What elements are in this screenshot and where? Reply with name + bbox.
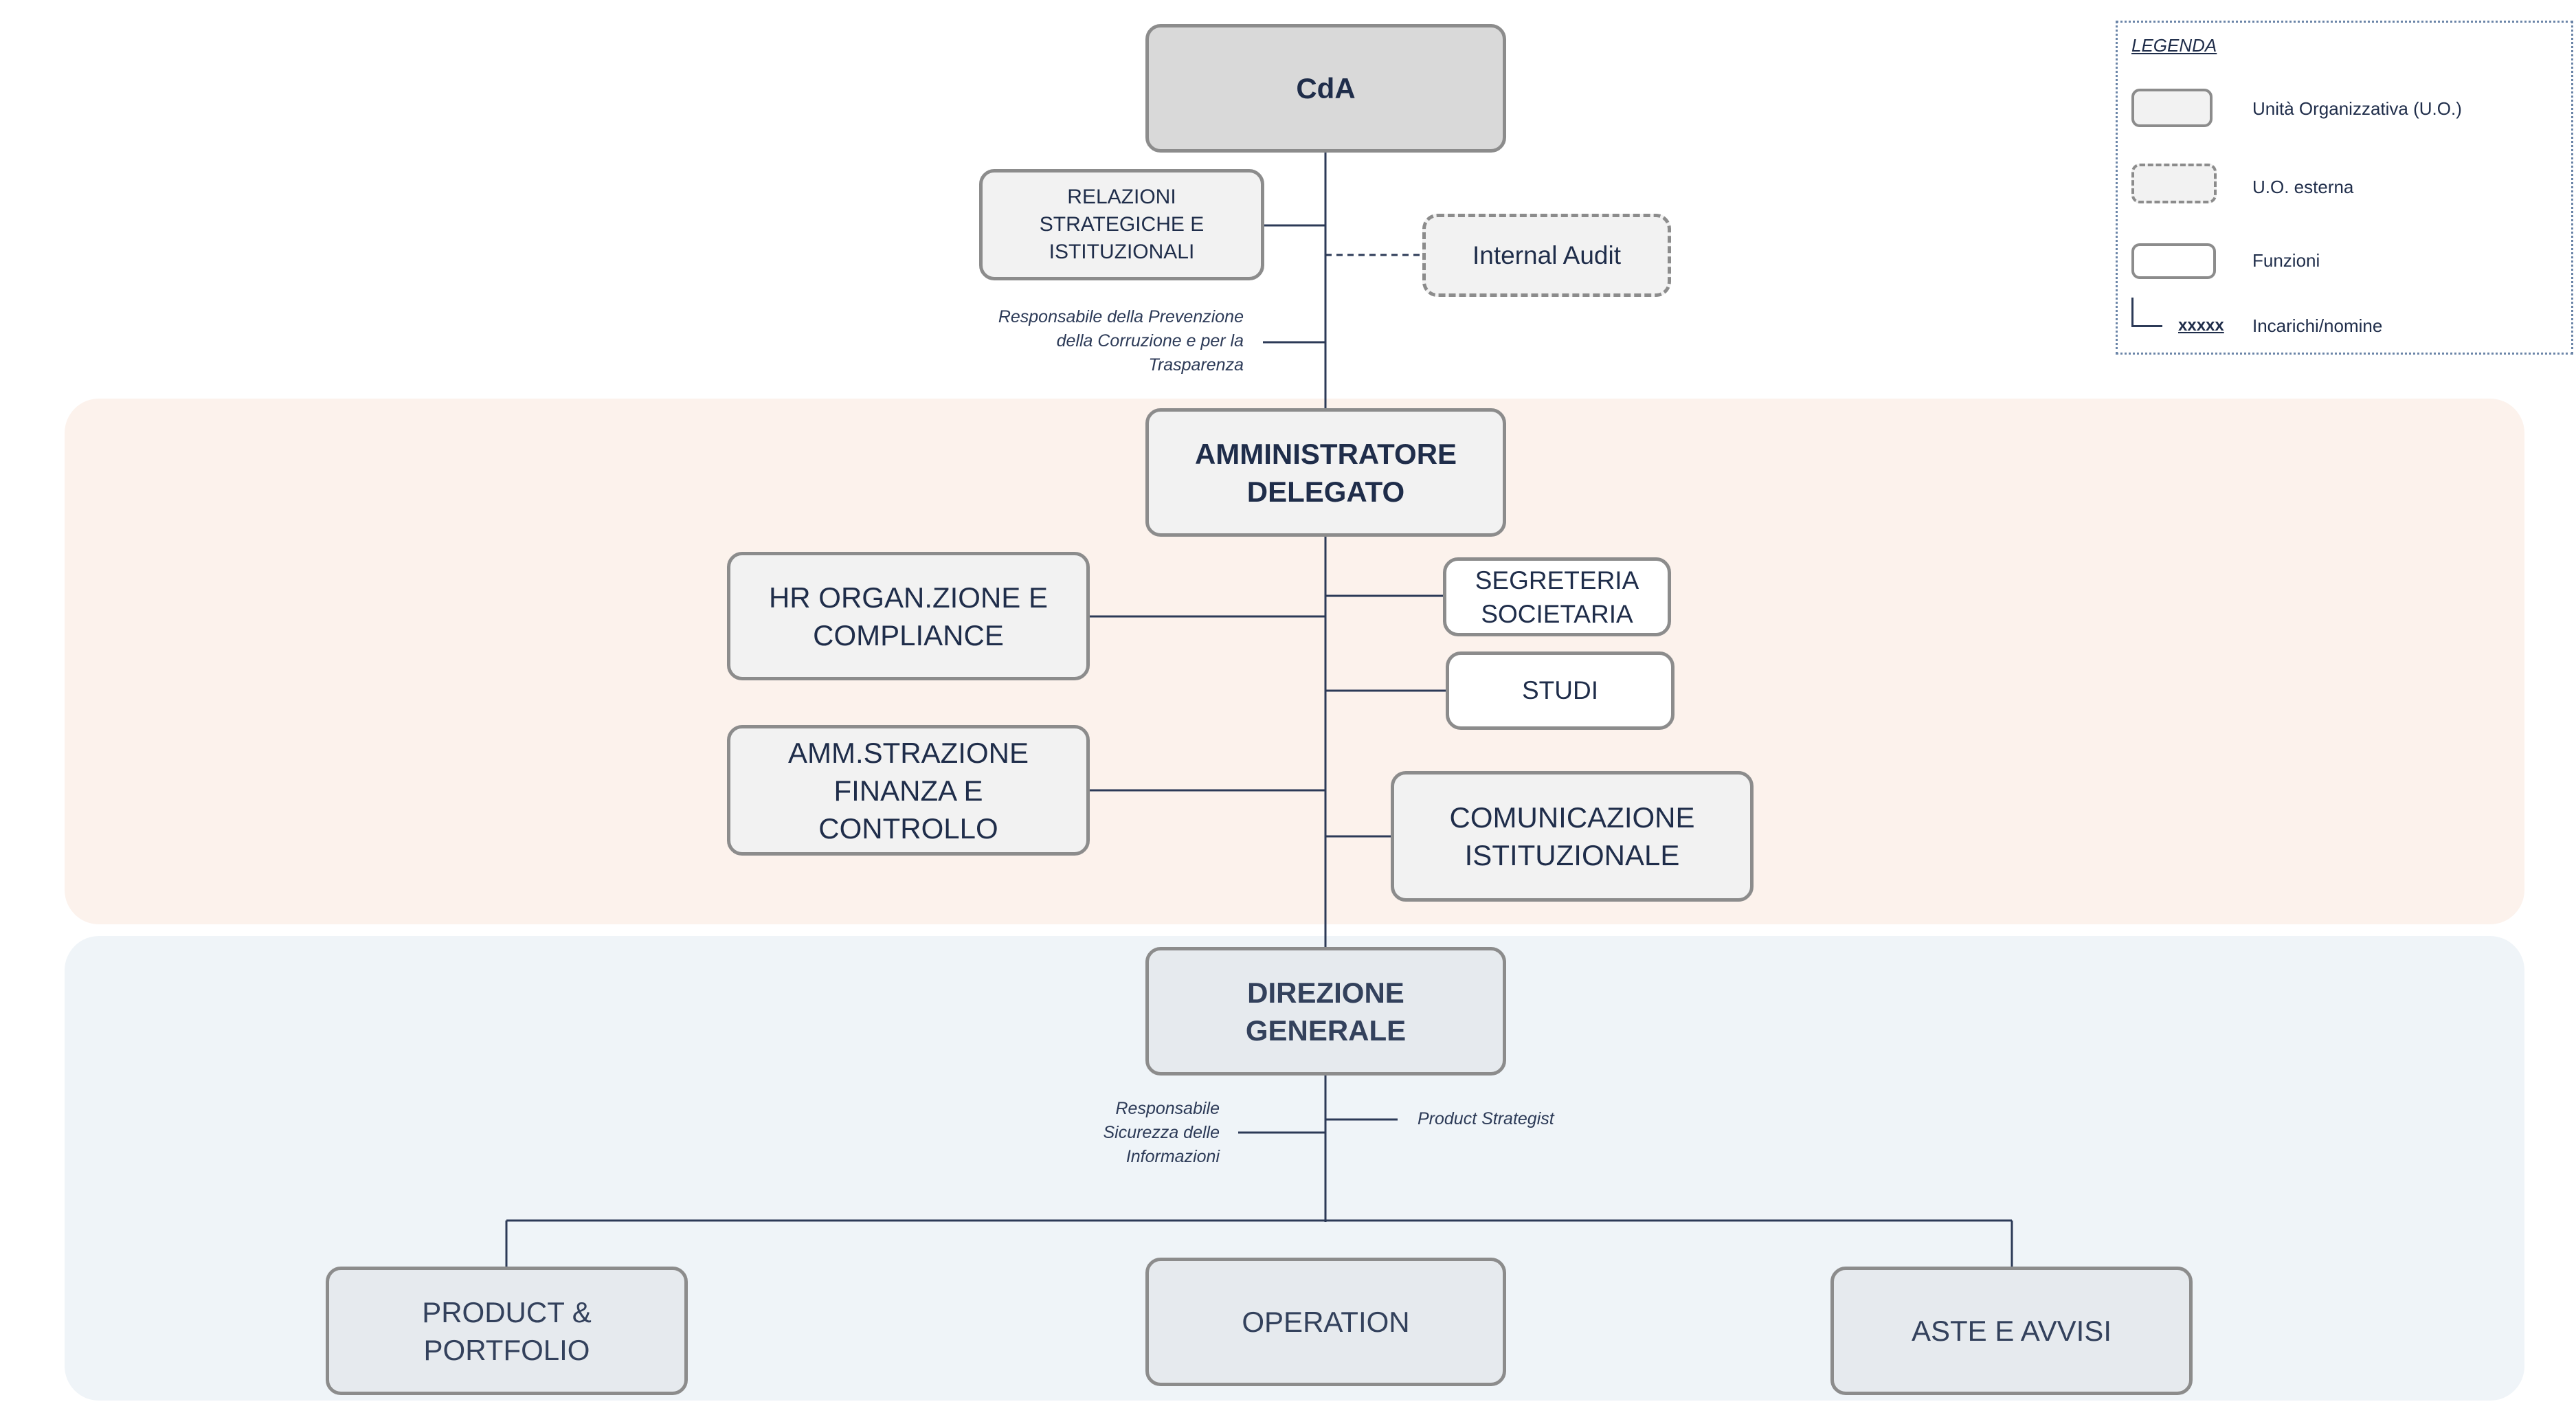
appointment-rsi: Responsabile Sicurezza delle Informazion… xyxy=(1103,1099,1220,1166)
node-internal-audit: Internal Audit xyxy=(1422,214,1671,297)
legend-uo-swatch xyxy=(2131,89,2213,127)
legend-title: LEGENDA xyxy=(2131,35,2217,56)
node-amm-finanza: AMM.STRAZIONE FINANZA E CONTROLLO xyxy=(727,725,1090,856)
node-product-portfolio: PRODUCT & PORTFOLIO xyxy=(326,1267,688,1395)
node-comunicazione: COMUNICAZIONE ISTITUZIONALE xyxy=(1391,771,1754,902)
node-amministratore-delegato: AMMINISTRATORE DELEGATO xyxy=(1145,408,1506,537)
node-studi: STUDI xyxy=(1446,651,1675,730)
node-hr: HR ORGAN.ZIONE E COMPLIANCE xyxy=(727,552,1090,680)
legend: LEGENDA Unità Organizzativa (U.O.) U.O. … xyxy=(2116,21,2573,355)
appointment-rpct: Responsabile della Prevenzione della Cor… xyxy=(998,307,1244,375)
legend-functions-label: Funzioni xyxy=(2252,250,2320,271)
node-relazioni: RELAZIONI STRATEGICHE E ISTITUZIONALI xyxy=(979,169,1264,280)
legend-external-label: U.O. esterna xyxy=(2252,177,2354,197)
legend-appointment-line xyxy=(2131,298,2162,327)
appointment-product-strategist: Product Strategist xyxy=(1418,1109,1554,1128)
node-cda: CdA xyxy=(1145,24,1506,153)
node-direzione-generale: DIREZIONE GENERALE xyxy=(1145,947,1506,1076)
legend-external-swatch xyxy=(2131,164,2217,203)
node-operation: OPERATION xyxy=(1145,1258,1506,1386)
legend-appointment-sample: xxxxx xyxy=(2178,316,2224,335)
legend-appointments-label: Incarichi/nomine xyxy=(2252,315,2383,336)
node-segreteria: SEGRETERIA SOCIETARIA xyxy=(1443,557,1671,636)
legend-functions-swatch xyxy=(2131,243,2216,279)
node-aste-avvisi: ASTE E AVVISI xyxy=(1830,1267,2193,1395)
legend-uo-label: Unità Organizzativa (U.O.) xyxy=(2252,98,2462,119)
